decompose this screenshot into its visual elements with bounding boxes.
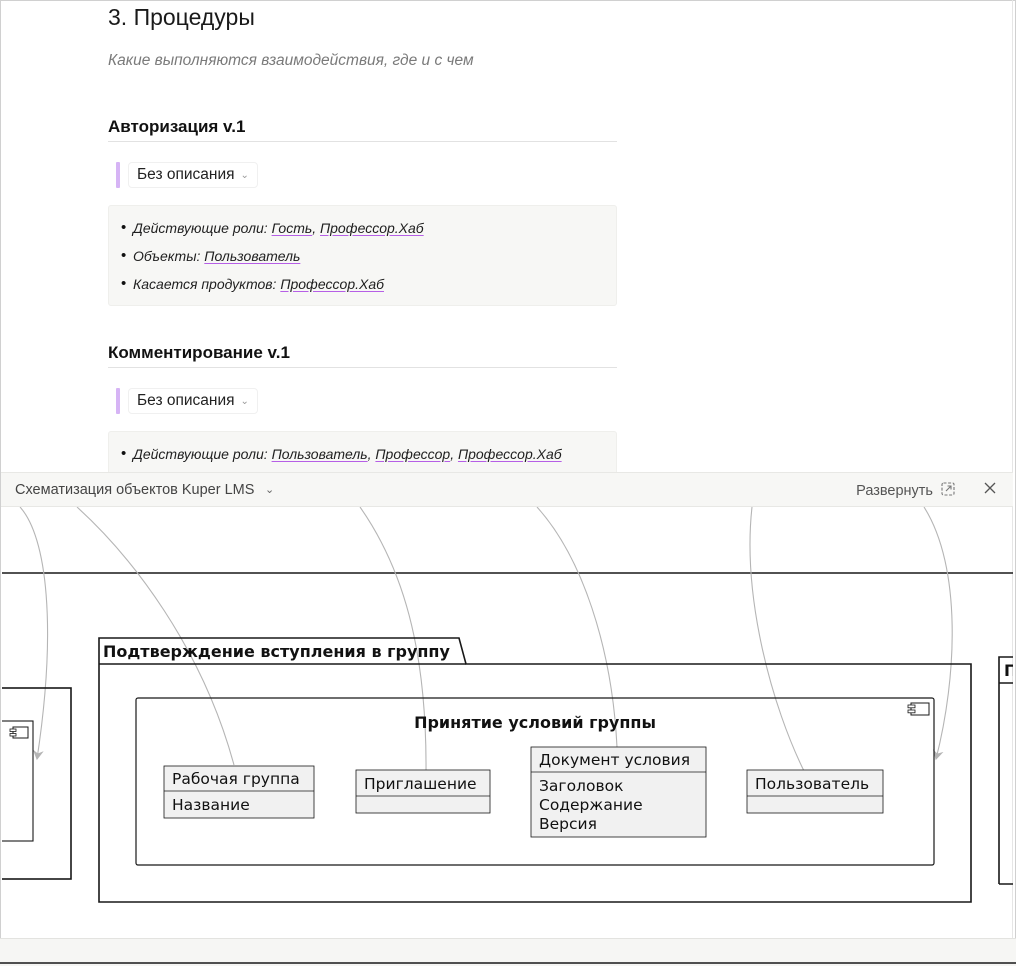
chevron-down-icon: ⌄ bbox=[240, 169, 249, 181]
right-package: П bbox=[998, 656, 1013, 885]
class-name: Приглашение bbox=[364, 775, 477, 793]
class-field: Название bbox=[172, 796, 250, 814]
window-bottom-border bbox=[0, 962, 1016, 964]
class-box[interactable]: Рабочая группа Название bbox=[163, 765, 315, 819]
description-text: Без описания bbox=[137, 166, 235, 183]
class-field: Версия bbox=[539, 815, 597, 833]
role-link[interactable]: Профессор.Хаб bbox=[457, 446, 562, 462]
package-title-fragment: П bbox=[1004, 661, 1013, 680]
description-toggle[interactable]: Без описания ⌄ bbox=[128, 162, 258, 188]
prop-label: Объекты: bbox=[133, 248, 205, 264]
properties-list: Действующие роли: Пользователь, Профессо… bbox=[109, 432, 616, 470]
diagram-canvas[interactable]: Подтверждение вступления в группу Принят… bbox=[2, 507, 1013, 938]
prop-label: Действующие роли: bbox=[133, 446, 272, 462]
expand-icon bbox=[941, 482, 955, 500]
properties-block: Действующие роли: Пользователь, Профессо… bbox=[108, 431, 617, 472]
list-item: Объекты: Пользователь bbox=[121, 244, 616, 272]
class-name: Рабочая группа bbox=[172, 770, 300, 788]
component-frame bbox=[2, 720, 34, 842]
status-bar bbox=[0, 938, 1016, 966]
role-link[interactable]: Профессор bbox=[375, 446, 451, 462]
scrollbar-track[interactable] bbox=[1012, 0, 1013, 940]
package-title: Подтверждение вступления в группу bbox=[103, 642, 450, 661]
diagram-edges bbox=[19, 507, 953, 774]
expand-label: Развернуть bbox=[856, 483, 933, 499]
package-frame bbox=[2, 687, 72, 880]
product-link[interactable]: Профессор.Хаб bbox=[280, 276, 384, 292]
divider bbox=[108, 141, 617, 142]
edge bbox=[536, 507, 618, 748]
role-link[interactable]: Гость bbox=[271, 220, 313, 236]
chevron-down-icon: ⌄ bbox=[240, 395, 249, 407]
class-box[interactable]: Приглашение bbox=[355, 769, 491, 814]
package[interactable]: Подтверждение вступления в группу Принят… bbox=[98, 637, 972, 903]
class-field: Заголовок bbox=[539, 777, 623, 795]
prop-label: Касается продуктов: bbox=[133, 276, 281, 292]
callout-accent-bar bbox=[116, 162, 120, 188]
object-link[interactable]: Пользователь bbox=[204, 248, 301, 264]
uml-diagram: Подтверждение вступления в группу Принят… bbox=[2, 507, 1013, 903]
description-callout[interactable]: Без описания ⌄ bbox=[116, 388, 258, 414]
properties-block: Действующие роли: Гость, Профессор.Хаб О… bbox=[108, 205, 617, 306]
separator: , bbox=[367, 446, 376, 462]
close-icon bbox=[983, 479, 997, 499]
chevron-down-icon[interactable]: ⌄ bbox=[265, 484, 275, 496]
section-subtitle: Какие выполняются взаимодействия, где и … bbox=[108, 52, 474, 69]
list-item: Касается продуктов: Профессор.Хаб bbox=[121, 272, 616, 300]
divider bbox=[108, 367, 617, 368]
edge bbox=[359, 507, 427, 774]
expand-button[interactable]: Развернуть bbox=[856, 482, 955, 500]
class-name: Документ условия bbox=[539, 751, 690, 769]
description-text: Без описания bbox=[137, 392, 235, 409]
component-frame bbox=[135, 697, 935, 866]
diagram-title: Схематизация объектов Kuper LMS bbox=[15, 482, 255, 498]
edge-arrow bbox=[923, 507, 953, 761]
edge bbox=[749, 507, 806, 774]
left-package bbox=[2, 687, 72, 880]
description-callout[interactable]: Без описания ⌄ bbox=[116, 162, 258, 188]
document-view: 3. Процедуры Какие выполняются взаимодей… bbox=[0, 0, 1016, 472]
prop-label: Действующие роли: bbox=[133, 220, 272, 236]
close-button[interactable] bbox=[983, 479, 997, 500]
procedure-title: Комментирование v.1 bbox=[108, 343, 290, 362]
class-box[interactable]: Пользователь bbox=[746, 769, 884, 814]
list-item: Действующие роли: Гость, Профессор.Хаб bbox=[121, 216, 616, 244]
diagram-selector[interactable]: Схематизация объектов Kuper LMS bbox=[15, 482, 254, 498]
list-item: Действующие роли: Пользователь, Профессо… bbox=[121, 442, 616, 470]
role-link[interactable]: Пользователь bbox=[271, 446, 368, 462]
separator: , bbox=[312, 220, 320, 236]
class-field: Содержание bbox=[539, 796, 643, 814]
callout-accent-bar bbox=[116, 388, 120, 414]
separator: , bbox=[450, 446, 458, 462]
edge-arrow bbox=[19, 507, 49, 761]
component-icon bbox=[907, 702, 930, 716]
section-title: 3. Процедуры bbox=[108, 4, 255, 30]
description-toggle[interactable]: Без описания ⌄ bbox=[128, 388, 258, 414]
procedure-title: Авторизация v.1 bbox=[108, 117, 246, 136]
edge bbox=[76, 507, 235, 766]
component-title: Принятие условий группы bbox=[414, 713, 656, 732]
diagram-panel-header: Схематизация объектов Kuper LMS ⌄ Развер… bbox=[1, 472, 1013, 507]
class-name: Пользователь bbox=[755, 775, 869, 793]
properties-list: Действующие роли: Гость, Профессор.Хаб О… bbox=[109, 206, 616, 300]
class-box[interactable]: Документ условия Заголовок Содержание Ве… bbox=[530, 746, 707, 838]
role-link[interactable]: Профессор.Хаб bbox=[320, 220, 424, 236]
component-icon bbox=[9, 726, 29, 739]
